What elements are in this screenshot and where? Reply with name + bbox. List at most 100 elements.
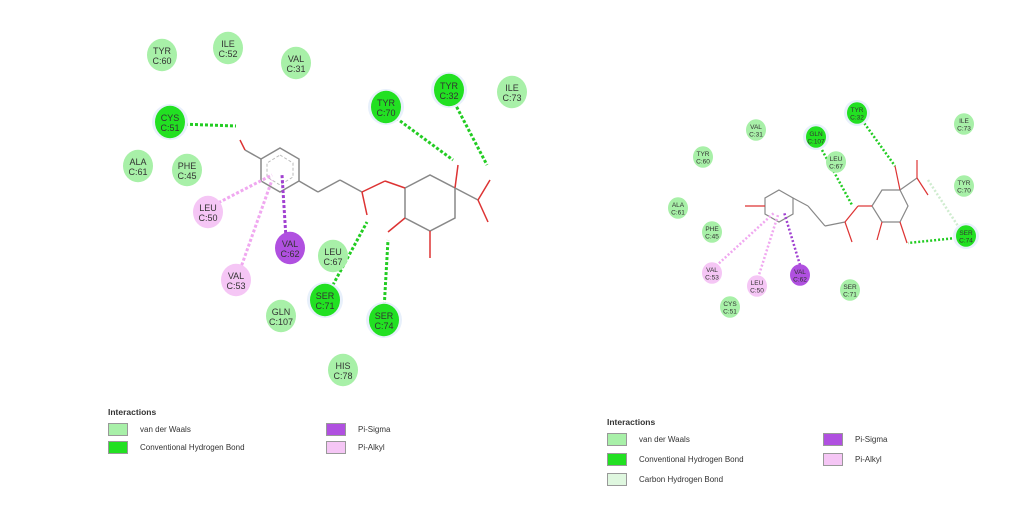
residue-disc bbox=[702, 221, 722, 243]
legend-item-hbond: Conventional Hydrogen Bond bbox=[607, 453, 744, 466]
residue-name: LEU bbox=[751, 280, 764, 287]
residue-name: SER bbox=[375, 311, 394, 321]
residue-disc bbox=[310, 283, 340, 317]
residue-name: LEU bbox=[324, 247, 342, 257]
residue-name: TYR bbox=[377, 98, 396, 108]
residue-chain-id: C:53 bbox=[226, 281, 245, 291]
residue-chain-id: C:45 bbox=[705, 234, 719, 241]
legend-item-pialkyl: Pi-Alkyl bbox=[823, 453, 882, 466]
residue-name: VAL bbox=[706, 267, 718, 274]
residue-chain-id: C:61 bbox=[671, 210, 685, 217]
residue-chain-id: C:67 bbox=[829, 164, 843, 171]
residue-name: VAL bbox=[282, 239, 298, 249]
residue-disc bbox=[954, 113, 974, 135]
legend-swatch bbox=[823, 433, 843, 446]
residue-name: LEU bbox=[199, 203, 217, 213]
legend-label: Pi-Alkyl bbox=[358, 443, 385, 452]
right-ligand-structure bbox=[745, 160, 929, 244]
residue-chain-id: C:62 bbox=[793, 277, 807, 284]
residue-disc bbox=[826, 151, 846, 173]
right-interaction-lines bbox=[715, 119, 960, 279]
residue-chain-id: C:107 bbox=[807, 139, 825, 146]
residue-chain-id: C:70 bbox=[957, 188, 971, 195]
legend-item-carbon: Carbon Hydrogen Bond bbox=[607, 473, 723, 486]
residue-chain-id: C:31 bbox=[749, 132, 763, 139]
residue-chain-id: C:31 bbox=[286, 64, 305, 74]
residue-name: TYR bbox=[697, 151, 710, 158]
legend-swatch bbox=[607, 433, 627, 446]
residue-disc bbox=[328, 353, 358, 387]
residue-disc bbox=[266, 299, 296, 333]
residue-chain-id: C:45 bbox=[177, 171, 196, 181]
residue-chain-id: C:60 bbox=[152, 56, 171, 66]
residue-name: SER bbox=[316, 291, 335, 301]
residue-disc bbox=[956, 225, 976, 247]
legend-swatch bbox=[607, 453, 627, 466]
legend-item-pisigma: Pi-Sigma bbox=[823, 433, 887, 446]
legend-swatch bbox=[108, 441, 128, 454]
legend-swatch bbox=[326, 423, 346, 436]
legend-swatch bbox=[607, 473, 627, 486]
residue-disc bbox=[221, 263, 251, 297]
residue-chain-id: C:61 bbox=[128, 167, 147, 177]
left-interaction-lines bbox=[179, 97, 489, 311]
residue-name: VAL bbox=[288, 54, 304, 64]
residue-name: ALA bbox=[129, 157, 146, 167]
residue-chain-id: C:73 bbox=[957, 126, 971, 133]
legend-swatch bbox=[108, 423, 128, 436]
legend-title: Interactions bbox=[108, 407, 157, 417]
residue-disc bbox=[213, 31, 243, 65]
legend-label: Pi-Alkyl bbox=[855, 455, 882, 464]
residue-disc bbox=[155, 105, 185, 139]
residue-disc bbox=[790, 264, 810, 286]
residue-name: PHE bbox=[178, 161, 197, 171]
residue-chain-id: C:62 bbox=[280, 249, 299, 259]
residue-name: ILE bbox=[505, 83, 519, 93]
legend-item-vdw: van der Waals bbox=[108, 423, 191, 436]
legend-label: Pi-Sigma bbox=[855, 435, 888, 444]
residue-disc bbox=[123, 149, 153, 183]
residue-name: CYS bbox=[723, 301, 737, 308]
residue-chain-id: C:74 bbox=[959, 238, 973, 245]
residue-disc bbox=[954, 175, 974, 197]
residue-chain-id: C:107 bbox=[269, 317, 293, 327]
residue-name: TYR bbox=[440, 81, 459, 91]
legend-label: Pi-Sigma bbox=[358, 425, 391, 434]
residue-name: TYR bbox=[153, 46, 172, 56]
residue-name: PHE bbox=[705, 226, 719, 233]
residue-disc bbox=[702, 262, 722, 284]
residue-disc bbox=[720, 296, 740, 318]
legend-swatch bbox=[326, 441, 346, 454]
residue-disc bbox=[172, 153, 202, 187]
residue-chain-id: C:70 bbox=[376, 108, 395, 118]
residue-name: LEU bbox=[830, 156, 843, 163]
residue-chain-id: C:67 bbox=[323, 257, 342, 267]
residue-name: VAL bbox=[228, 271, 244, 281]
residue-chain-id: C:71 bbox=[315, 301, 334, 311]
legend-item-pisigma: Pi-Sigma bbox=[326, 423, 390, 436]
residue-chain-id: C:32 bbox=[850, 115, 864, 122]
